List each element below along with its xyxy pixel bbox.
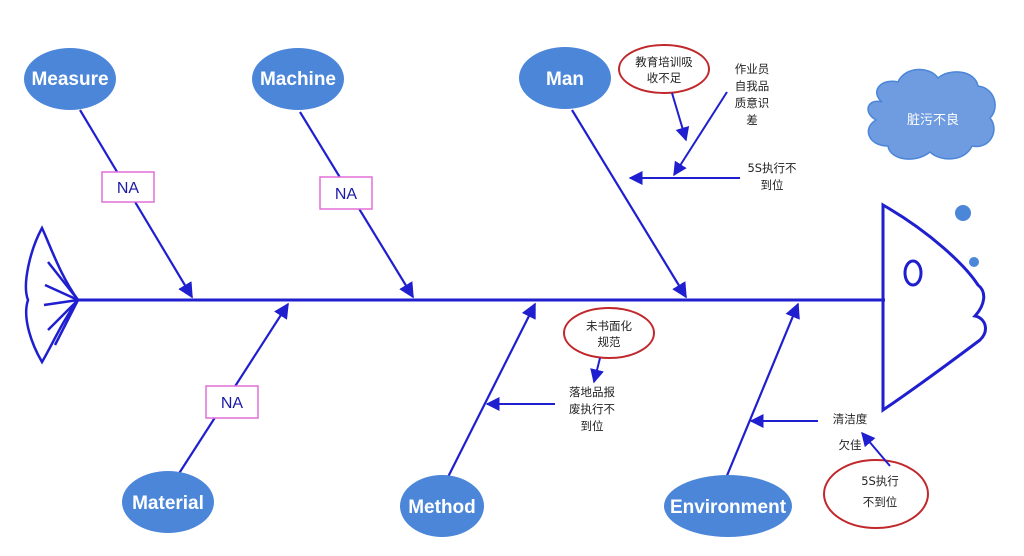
category-material-bubble xyxy=(122,471,214,533)
na-label-material: NA xyxy=(221,395,244,412)
environment-cause-line-2: 欠佳 xyxy=(839,438,862,452)
category-material-label: Material xyxy=(132,493,204,514)
man-subcause-line-2: 自我品 xyxy=(735,79,770,93)
bubble-small xyxy=(969,257,979,267)
environment-circled-arrow xyxy=(861,431,891,467)
category-environment-label: Environment xyxy=(670,497,787,518)
category-method-bubble xyxy=(400,475,484,537)
man-subcause-line-4: 差 xyxy=(746,113,758,127)
category-measure-label: Measure xyxy=(31,69,108,90)
method-cause-line-3: 到位 xyxy=(581,419,604,433)
bone-man xyxy=(571,109,687,299)
na-box-measure xyxy=(101,171,155,203)
man-circled-cause xyxy=(618,44,710,94)
bone-measure xyxy=(79,109,193,299)
na-label-measure: NA xyxy=(117,180,140,197)
category-machine-label: Machine xyxy=(260,69,336,90)
fish-head xyxy=(881,202,987,413)
problem-label: 脏污不良 xyxy=(907,112,959,128)
method-cause-line-2: 废执行不 xyxy=(569,402,615,416)
environment-circled-cause xyxy=(823,459,929,529)
environment-cause-line-1: 清洁度 xyxy=(833,412,868,426)
method-circled-cause xyxy=(563,307,655,359)
category-environment-bubble xyxy=(664,475,792,537)
fish-eye xyxy=(903,259,923,287)
man-subcause-line-1: 作业员 xyxy=(735,62,770,76)
category-man-bubble xyxy=(519,47,611,109)
na-label-machine: NA xyxy=(335,186,358,203)
na-box-machine xyxy=(319,176,373,210)
man-cause-line-1: 5S执行不 xyxy=(747,161,797,175)
environment-circled-line-1: 5S执行 xyxy=(861,474,899,488)
bone-environment xyxy=(724,302,800,479)
category-man-label: Man xyxy=(546,69,584,90)
man-circled-line-2: 收不足 xyxy=(647,71,682,85)
man-cause-line-2: 到位 xyxy=(761,178,784,192)
problem-cloud: 脏污不良 xyxy=(867,68,996,160)
method-circled-line-1: 未书面化 xyxy=(586,319,632,333)
na-box-material xyxy=(205,385,259,419)
bone-method xyxy=(447,302,536,478)
method-cause-line-1: 落地品报 xyxy=(569,385,615,399)
bubble-large xyxy=(955,205,971,221)
method-circled-line-2: 规范 xyxy=(598,335,621,349)
man-circled-line-1: 教育培训吸 xyxy=(635,55,693,69)
environment-circled-line-2: 不到位 xyxy=(863,495,898,509)
category-method-label: Method xyxy=(408,497,476,518)
man-subcause-arrow xyxy=(673,91,728,177)
man-circled-arrow xyxy=(671,92,690,142)
category-measure-bubble xyxy=(24,48,116,110)
method-circled-arrow xyxy=(590,357,604,384)
man-subcause-line-3: 质意识 xyxy=(735,96,770,110)
category-machine-bubble xyxy=(252,48,344,110)
fish-tail xyxy=(24,225,80,365)
